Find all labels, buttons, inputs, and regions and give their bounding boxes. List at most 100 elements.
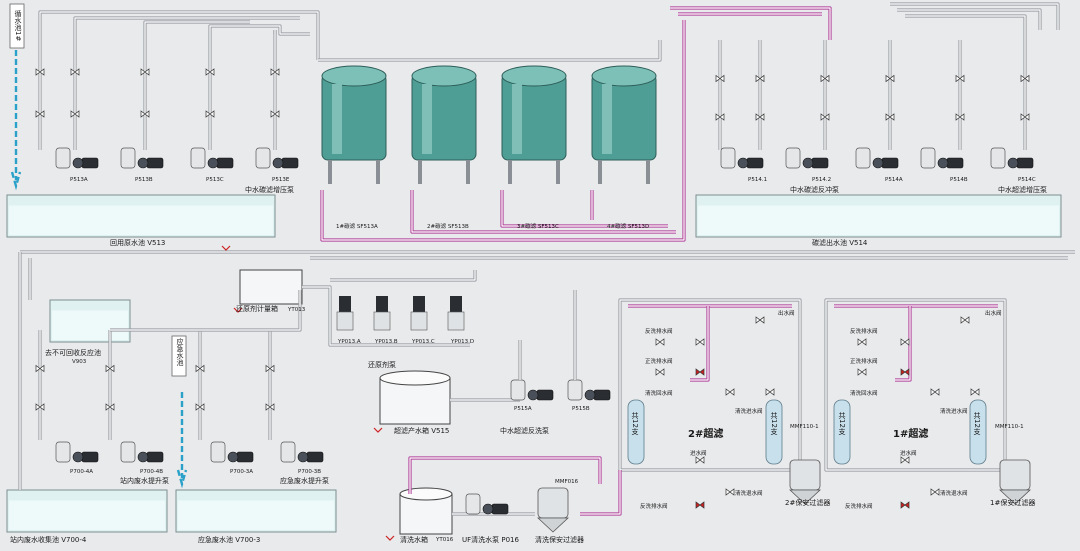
riser-right-0-valve xyxy=(715,74,725,83)
mmf1101-label-b: MMF110-1 xyxy=(995,424,1024,430)
uf-valve-1 xyxy=(695,338,705,346)
riser-right-4-check-body xyxy=(955,113,965,121)
carbon-filter-4-shell xyxy=(591,73,657,161)
lift-pump-0-drive xyxy=(81,451,99,463)
riser-right-4-check xyxy=(955,113,965,121)
carbon-filter-2 xyxy=(411,65,477,184)
pool-v513-label: 回用原水池 V513 xyxy=(110,239,166,247)
pump-label-p7004a: P700-4A xyxy=(70,469,94,475)
uf-valve-11 xyxy=(900,338,910,346)
inlet-valve-label-1: 进水阀 xyxy=(900,451,917,457)
carbon-inlet-header-inner xyxy=(318,40,661,61)
header-top-right-4 xyxy=(897,8,1042,30)
flow-arrow-emergency xyxy=(176,392,188,489)
uf-clean-pump-label: UF清洗水泵 P016 xyxy=(462,536,519,544)
pump-p514-3-drive xyxy=(946,157,964,169)
riser-left-2-check-body xyxy=(140,110,150,118)
lift-riser-0-valve-body xyxy=(35,364,45,373)
riser-left-3-valve-body xyxy=(205,68,215,76)
uf2-purple-drop xyxy=(690,306,710,382)
lift-pump-3-motor xyxy=(280,441,296,463)
riser-left-4-check xyxy=(270,110,280,118)
riser-right-3-check xyxy=(885,113,895,121)
uf-valve-16 xyxy=(970,388,980,396)
lift-header-inner xyxy=(110,290,301,331)
riser-right-4-valve-body xyxy=(955,74,965,83)
riser-left-4-valve-body xyxy=(270,68,280,76)
reductant-tank xyxy=(239,269,303,305)
pump-p514-2-motor xyxy=(855,147,871,169)
riser-left-3-check xyxy=(205,110,215,118)
uf-tank-label: 超滤产水箱 V515 xyxy=(394,427,450,435)
pump-p514-0 xyxy=(720,147,764,169)
uf-valve-18 xyxy=(930,488,940,496)
pump-p514-1-impeller xyxy=(802,157,814,169)
carbon-inlet-header-outer xyxy=(318,40,662,62)
uf-valve-4-body xyxy=(695,368,705,376)
uf-valve-8-body xyxy=(725,488,735,496)
lift-pump-1-motor xyxy=(120,441,136,463)
pump-p513-3-impeller xyxy=(272,157,284,169)
pump-p513-1-drive xyxy=(146,157,164,169)
lift-header xyxy=(110,290,302,332)
yt016-label: YT016 xyxy=(436,537,454,543)
uf-valve-12-body xyxy=(960,316,970,324)
pump-label-p514c: P514C xyxy=(1018,177,1036,183)
backwash-purple-3 xyxy=(500,190,668,228)
pump-p513-2-drive xyxy=(216,157,234,169)
uf-valve-12 xyxy=(960,316,970,324)
header-top-right-4-outer xyxy=(897,8,1042,30)
uf2-purple-drop-inner xyxy=(690,306,709,381)
uf-valve-6-body xyxy=(765,388,775,396)
lift-riser-1-valve xyxy=(105,364,115,373)
metering-pump-0-head xyxy=(339,296,351,312)
header-top-right-5-inner xyxy=(905,15,1026,40)
lift-pump-0 xyxy=(55,441,99,463)
uf-valve-15-body xyxy=(930,388,940,396)
guard-filter-1-body xyxy=(999,459,1031,491)
riser-left-0-check-body xyxy=(35,110,45,118)
riser-right-2-valve xyxy=(820,74,830,83)
membrane-count-1a: 共12支 xyxy=(838,412,846,435)
pump-p514-4-drive xyxy=(1016,157,1034,169)
pump-p016 xyxy=(465,493,509,515)
pump-p515b-impeller xyxy=(584,389,596,401)
clean-loop xyxy=(408,456,602,494)
riser-right-1-check xyxy=(755,113,765,121)
carbon-filter-3-leg-l xyxy=(508,160,512,184)
lift-pump-0-motor xyxy=(55,441,71,463)
pump-p514-2-impeller xyxy=(872,157,884,169)
pump-p513-0-impeller xyxy=(72,157,84,169)
riser-right-2-check xyxy=(820,113,830,121)
mid-water-carbon-pump-label: 中水碳滤增压泵 xyxy=(245,186,294,194)
reductant-header xyxy=(330,270,477,282)
metering-pump-2-head xyxy=(413,296,425,312)
pump-p514-1-drive xyxy=(811,157,829,169)
mid-backwash-pump-label: 中水碳滤反冲泵 xyxy=(790,186,839,194)
lift-riser-1-check-body xyxy=(105,403,115,411)
riser-right-5-check xyxy=(1020,113,1030,121)
outlet-valve-label-2: 出水阀 xyxy=(778,311,795,317)
carbon-filter-1 xyxy=(321,65,387,184)
guard-filter-2-body xyxy=(789,459,821,491)
pump-p513-0-drive xyxy=(81,157,99,169)
clean-guard-filter xyxy=(536,487,570,533)
recycle-water-label: 循水池1# xyxy=(14,10,22,42)
reductant-outlet-inner xyxy=(302,286,470,346)
pump-p514-0-impeller xyxy=(737,157,749,169)
uf-valve-11-body xyxy=(900,338,910,346)
clean-drain-label-1: 清洗退水阀 xyxy=(940,491,968,497)
pump-p513-1-motor xyxy=(120,147,136,169)
pump-p515a-motor xyxy=(510,379,526,401)
lift-pump-1-drive xyxy=(146,451,164,463)
header-top-left-4 xyxy=(208,24,310,36)
backwash-purple-2 xyxy=(410,190,676,234)
riser-right-3-check-body xyxy=(885,113,895,121)
uf-valve-15 xyxy=(930,388,940,396)
emergency-lift-pump-label: 应急废水提升泵 xyxy=(280,477,329,485)
membrane-count-2b: 共12支 xyxy=(770,412,778,435)
pool-v7004-water xyxy=(9,500,165,530)
pump-p513-0 xyxy=(55,147,99,169)
header-top-right-1 xyxy=(670,6,832,40)
lift-pump-3-impeller xyxy=(297,451,309,463)
